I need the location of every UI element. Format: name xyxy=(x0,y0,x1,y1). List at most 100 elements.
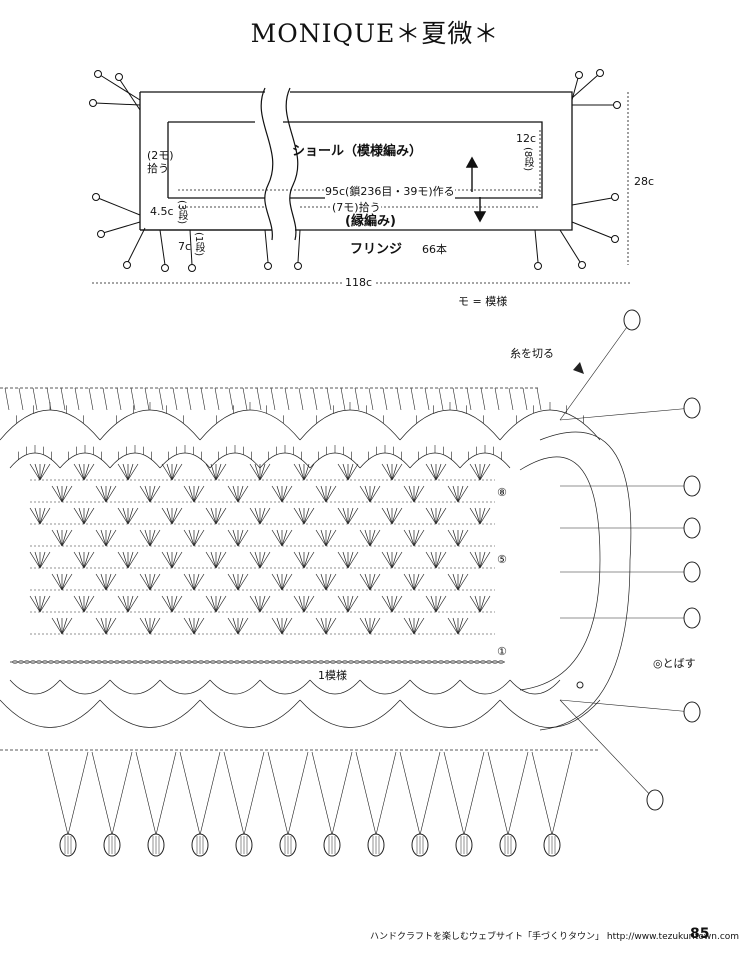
chain-stitch xyxy=(78,660,84,664)
fan-stitch xyxy=(83,595,90,613)
fan-stitch xyxy=(51,485,63,503)
fan-stitch xyxy=(83,551,90,569)
fan-stitch xyxy=(303,463,315,481)
fan-stitch xyxy=(259,551,266,569)
fan-stitch xyxy=(34,551,41,569)
fan-stitch xyxy=(320,529,327,547)
chain-stitch xyxy=(234,660,240,664)
bottom-scallop-inner xyxy=(59,679,111,695)
fan-stitch xyxy=(210,507,217,525)
top-scallop-outer xyxy=(499,409,601,441)
fringe-strand xyxy=(223,751,265,836)
fan-stitch xyxy=(479,507,486,525)
fringe-strand xyxy=(487,751,529,836)
fan-stitch xyxy=(56,573,63,591)
fan-stitch xyxy=(237,529,244,547)
top-edge-stitch xyxy=(88,387,94,411)
fan-stitch xyxy=(408,573,415,591)
fan-stitch xyxy=(325,573,337,591)
chain-stitch xyxy=(408,660,414,664)
top-scallop-outer xyxy=(399,409,501,441)
fan-stitch xyxy=(413,529,425,547)
bottom-scallop-outer xyxy=(399,699,501,728)
fan-stitch xyxy=(320,617,327,635)
fan-stitch xyxy=(369,573,381,591)
fan-stitch xyxy=(342,463,349,481)
fan-stitch xyxy=(205,507,217,525)
chain-stitch xyxy=(168,660,174,664)
fan-stitch xyxy=(259,507,266,525)
fan-stitch xyxy=(254,551,261,569)
bottom-scallop-inner xyxy=(259,679,311,695)
fan-stitch xyxy=(210,595,217,613)
top-edge-stitch xyxy=(340,387,346,411)
top-edge-stitch xyxy=(144,387,150,411)
bottom-scallop-inner xyxy=(459,679,511,695)
fan-stitch xyxy=(237,485,249,503)
fan-stitch xyxy=(457,617,464,635)
fan-stitch xyxy=(171,507,178,525)
fan-stitch xyxy=(249,463,261,481)
chain-stitch xyxy=(378,660,384,664)
chain-stitch xyxy=(474,660,480,664)
chain-stitch xyxy=(72,660,78,664)
fan-stitch xyxy=(249,551,261,569)
fan-stitch xyxy=(469,507,481,525)
side-fringe-tassel xyxy=(683,397,701,419)
fan-stitch xyxy=(183,485,195,503)
side-fringe-tassel xyxy=(683,607,701,629)
chain-stitch xyxy=(348,660,354,664)
dim-7c: 7c xyxy=(178,240,192,253)
fan-stitch xyxy=(293,551,305,569)
top-scallop-inner xyxy=(209,452,261,469)
fan-stitch xyxy=(474,595,481,613)
fan-stitch xyxy=(149,573,156,591)
fan-stitch xyxy=(391,507,403,525)
top-edge-stitch xyxy=(60,387,66,411)
bottom-scallop-inner xyxy=(409,679,461,695)
fan-stitch xyxy=(369,529,381,547)
fan-stitch xyxy=(281,485,293,503)
top-edge-stitch xyxy=(382,387,388,411)
fan-stitch xyxy=(161,551,173,569)
fan-stitch xyxy=(51,529,63,547)
top-edge-stitch xyxy=(536,387,542,411)
bottom-scallop-inner xyxy=(359,679,411,695)
fan-stitch xyxy=(325,529,337,547)
fan-stitch xyxy=(78,507,85,525)
fan-stitch xyxy=(227,485,239,503)
fan-stitch xyxy=(276,529,283,547)
fan-stitch xyxy=(325,573,332,591)
chain-stitch xyxy=(318,660,324,664)
fan-stitch xyxy=(298,507,305,525)
fan-stitch xyxy=(469,595,481,613)
fan-stitch xyxy=(34,507,41,525)
chain-stitch xyxy=(144,660,150,664)
bottom-scallop-inner xyxy=(209,679,261,695)
fan-stitch xyxy=(293,507,305,525)
shawl-schematic xyxy=(89,69,630,284)
fan-stitch xyxy=(364,573,371,591)
dim-8-rows: (8段) xyxy=(522,147,533,172)
page-number: 85 xyxy=(690,926,710,942)
fan-stitch xyxy=(281,617,293,635)
fan-stitch xyxy=(391,463,403,481)
fan-stitch xyxy=(347,507,354,525)
fan-stitch xyxy=(95,573,107,591)
fan-stitch xyxy=(430,507,437,525)
top-edge-stitch xyxy=(312,387,318,411)
fringe-strand xyxy=(135,751,177,836)
dim-1-row: (1段) xyxy=(193,232,204,257)
fan-stitch xyxy=(386,551,393,569)
top-edge-stitch xyxy=(508,387,514,411)
chain-stitch xyxy=(330,660,336,664)
chain-stitch xyxy=(354,660,360,664)
fan-stitch xyxy=(435,463,447,481)
fan-stitch xyxy=(117,551,129,569)
fan-stitch xyxy=(479,595,491,613)
fan-stitch xyxy=(249,595,261,613)
cut-yarn-arrow xyxy=(573,362,584,374)
top-scallop-outer xyxy=(0,409,101,441)
fan-stitch xyxy=(237,573,249,591)
fan-stitch xyxy=(452,573,459,591)
